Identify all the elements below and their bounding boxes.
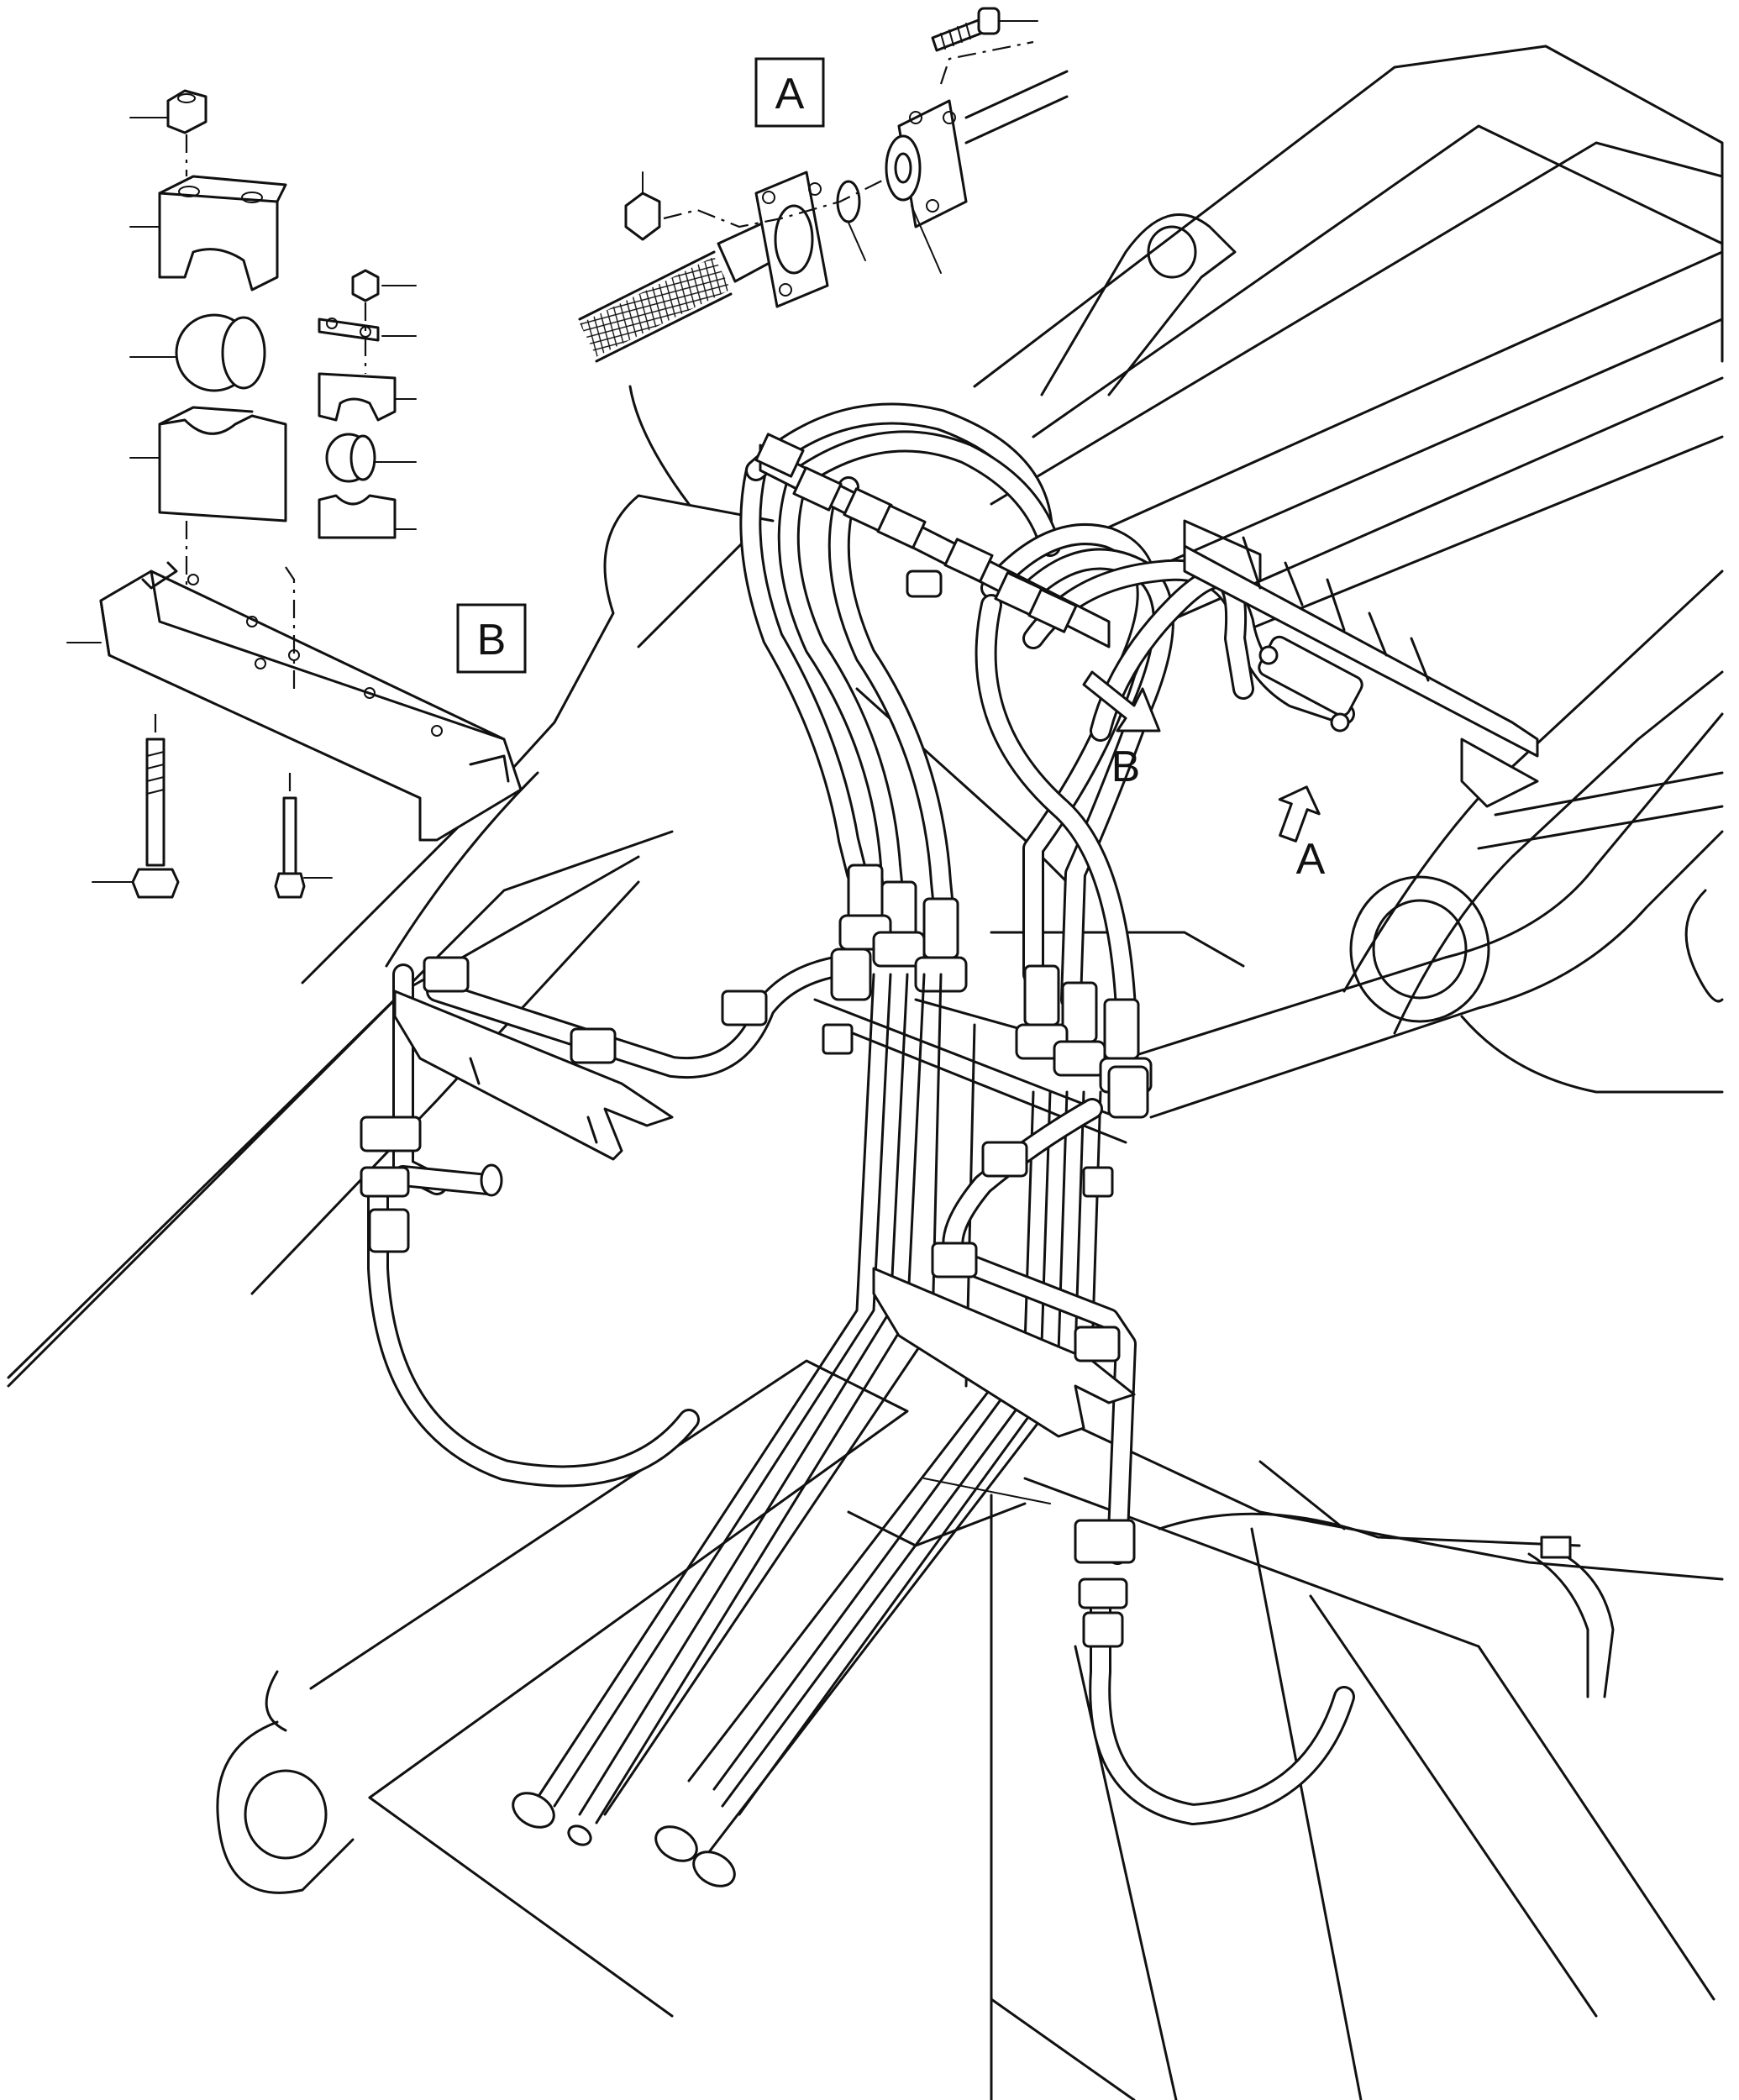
detail-a-label-box: A: [754, 57, 825, 128]
left-tube-assembly: [360, 948, 872, 1488]
right-tube-assembly: [822, 1023, 1355, 1825]
arrow-b-label: B: [1111, 743, 1141, 791]
detail-b-exploded-view: [66, 89, 523, 899]
arrow-b-icon: [1082, 670, 1161, 732]
detail-b-label: B: [477, 616, 507, 664]
arrow-a-icon: [1278, 785, 1321, 843]
arrow-a-label: A: [1296, 835, 1326, 884]
upper-clamp-bar: [754, 433, 1111, 648]
right-clamp-rail: [1183, 519, 1539, 808]
detail-a-label: A: [775, 70, 805, 118]
detail-b-label-box: B: [456, 603, 527, 674]
detail-a-exploded-view: [578, 7, 1069, 363]
